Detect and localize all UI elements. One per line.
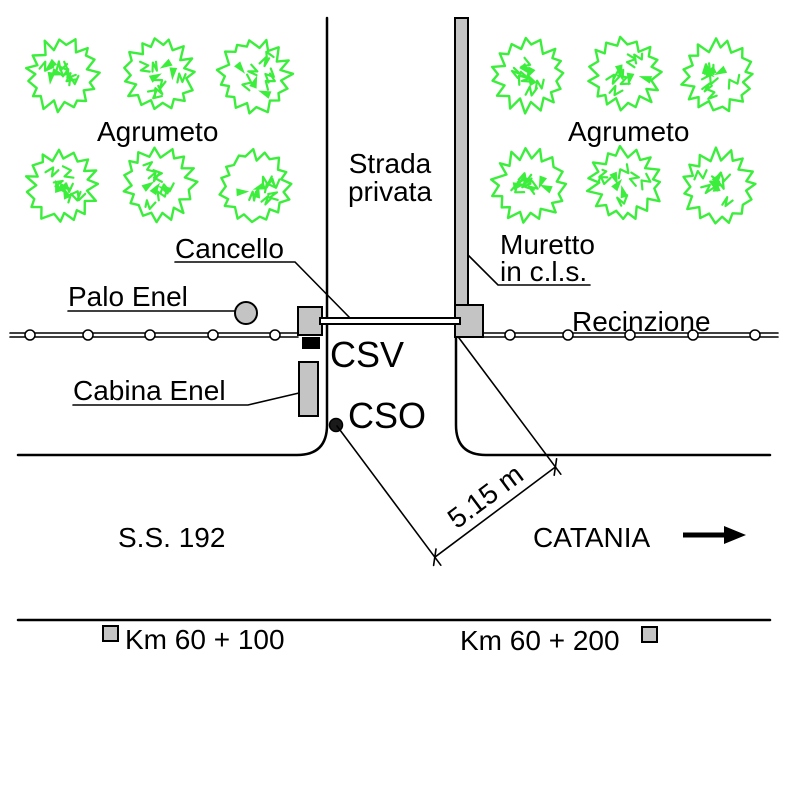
muretto-label-line2: in c.l.s. [500,256,587,287]
citrus-tree [585,144,662,221]
fence-post [144,329,156,341]
km-marker-left [102,625,119,642]
gate [319,317,461,325]
citrus-tree [680,37,754,113]
cso-label: CSO [348,395,426,436]
citrus-tree [123,37,196,111]
cancello-label: Cancello [175,233,284,264]
citrus-tree [587,35,663,112]
csv-label: CSV [330,334,404,375]
cabina-enel-leader [72,392,300,406]
citrus-tree [490,36,565,115]
recinzione-label: Recinzione [572,306,711,337]
km-marker-right [641,626,658,643]
agrumeto-left-label: Agrumeto [97,116,218,147]
fence-post [82,329,94,341]
agrumeto-right-label: Agrumeto [568,116,689,147]
fence-posts [24,329,761,341]
orchard-left [24,37,295,224]
strada-label-line1: Strada [349,148,432,179]
palo-enel-pole [234,301,258,325]
citrus-tree [682,146,757,225]
orchard-right [490,35,757,225]
road-label: S.S. 192 [118,522,225,553]
fence-post [207,329,219,341]
citrus-tree [24,38,101,114]
fence-post [269,329,281,341]
private-road-right-edge [454,335,772,457]
fence-post [624,329,636,341]
direction-arrow [683,526,746,544]
direction-label: CATANIA [533,522,651,553]
dimension-line [433,466,557,559]
fence-post [504,329,516,341]
palo-enel-label: Palo Enel [68,281,188,312]
retaining-wall [454,17,469,306]
strada-label-line2: privata [348,176,432,207]
dimension-tick [432,548,437,567]
citrus-tree [490,147,568,224]
cabina-enel-label: Cabina Enel [73,375,226,406]
fence-post [562,329,574,341]
dimension-extension-right [458,337,562,476]
fence-post [687,329,699,341]
dimension-tick [553,457,558,477]
fence-post [24,329,36,341]
csv-box [302,337,320,349]
km-right-label: Km 60 + 200 [460,625,620,656]
muretto-label-line1: Muretto [500,229,595,260]
private-road-left-edge [16,16,329,457]
muretto-leader [467,254,591,286]
dimension-extension-left [336,425,442,567]
citrus-tree [24,148,100,223]
fence-post [749,329,761,341]
citrus-tree [215,38,295,115]
gate-pillar-left [297,306,323,336]
cabina-enel-box [298,361,319,417]
citrus-tree [218,147,293,224]
cancello-leader [174,261,351,319]
citrus-tree [122,146,199,224]
km-left-label: Km 60 + 100 [125,624,285,655]
